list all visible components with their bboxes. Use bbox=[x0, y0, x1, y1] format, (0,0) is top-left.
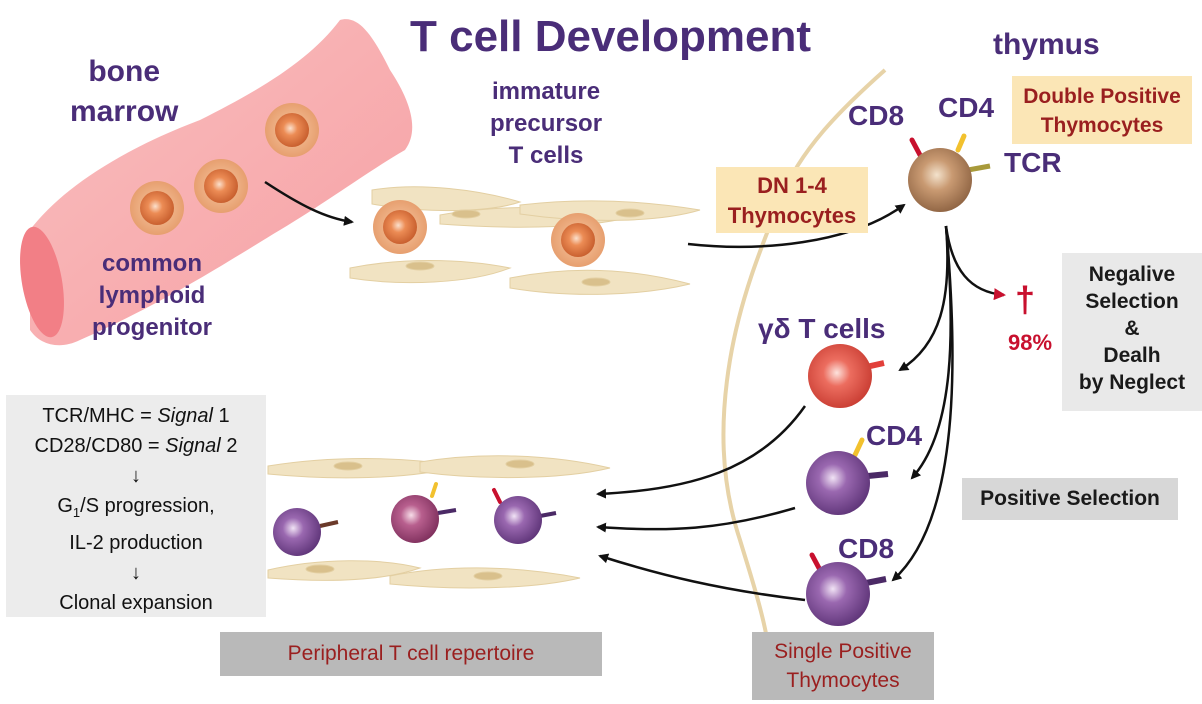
negative-selection-box: Negalive Selection & Dealh by Neglect bbox=[1062, 253, 1202, 411]
immature-precursor-label: immature precursor T cells bbox=[490, 78, 603, 169]
il2-production-line: IL-2 production bbox=[69, 532, 203, 554]
peripheral-t-cells bbox=[273, 482, 557, 556]
flow-arrows bbox=[264, 180, 954, 602]
bone-marrow-label: bone marrow bbox=[70, 55, 179, 128]
arrow-marrow-to-precursor bbox=[264, 180, 354, 226]
arrow-precursor-to-dp bbox=[687, 203, 906, 249]
arrow-cd4-to-periphery bbox=[596, 506, 796, 533]
cd8-single-positive-label: CD8 bbox=[838, 533, 895, 564]
activation-signals-box: TCR/MHC = Signal 1 CD28/CD80 = Signal 2 … bbox=[6, 395, 266, 617]
diagram-title: T cell Development bbox=[410, 12, 812, 61]
gamma-delta-t-cell bbox=[808, 344, 885, 408]
stromal-cells-lower bbox=[267, 455, 611, 589]
signal-2-line: CD28/CD80 = Signal 2 bbox=[34, 435, 238, 457]
death-dagger-icon: † bbox=[1015, 279, 1036, 320]
cd4-single-positive-label: CD4 bbox=[866, 420, 923, 451]
stromal-cells-upper bbox=[349, 186, 701, 295]
arrow-dp-to-gammadelta bbox=[898, 225, 949, 372]
double-positive-thymocytes-box: Double Positive Thymocytes bbox=[1012, 76, 1192, 144]
death-percentage: 98% bbox=[1008, 330, 1053, 355]
immature-precursor-cells bbox=[373, 200, 605, 267]
down-arrow-icon: ↓ bbox=[131, 562, 141, 584]
cd4-single-positive-cell bbox=[806, 437, 889, 515]
cd8-single-positive-cell bbox=[806, 552, 887, 626]
thymus-label: thymus bbox=[993, 28, 1100, 61]
positive-selection-box: Positive Selection bbox=[962, 478, 1178, 520]
dn-thymocytes-box: DN 1-4 Thymocytes bbox=[716, 167, 868, 233]
arrow-dp-to-cd8 bbox=[891, 225, 954, 582]
arrow-cd8-to-periphery bbox=[598, 553, 806, 602]
thymus-boundary bbox=[721, 68, 887, 701]
signal-1-line: TCR/MHC = Signal 1 bbox=[42, 405, 230, 427]
peripheral-repertoire-box: Peripheral T cell repertoire bbox=[220, 632, 602, 676]
down-arrow-icon: ↓ bbox=[131, 465, 141, 487]
common-lymphoid-progenitor-cells bbox=[130, 103, 319, 235]
tcr-label: TCR bbox=[1004, 147, 1062, 178]
cd8-marker-label-dp: CD8 bbox=[848, 100, 905, 131]
common-lymphoid-progenitor-label: common lymphoid progenitor bbox=[92, 250, 212, 341]
clonal-expansion-line: Clonal expansion bbox=[59, 592, 213, 614]
double-positive-thymocyte-cell bbox=[908, 133, 991, 212]
arrow-gammadelta-to-periphery bbox=[596, 405, 807, 499]
arrow-dp-to-negative-selection bbox=[944, 225, 1006, 301]
single-positive-thymocytes-box: Single Positive Thymocytes bbox=[752, 632, 934, 700]
gamma-delta-label: γδ T cells bbox=[758, 313, 886, 344]
cd4-marker-label-dp: CD4 bbox=[938, 92, 995, 123]
g1s-progression-line: G1/S progression, bbox=[57, 495, 215, 520]
